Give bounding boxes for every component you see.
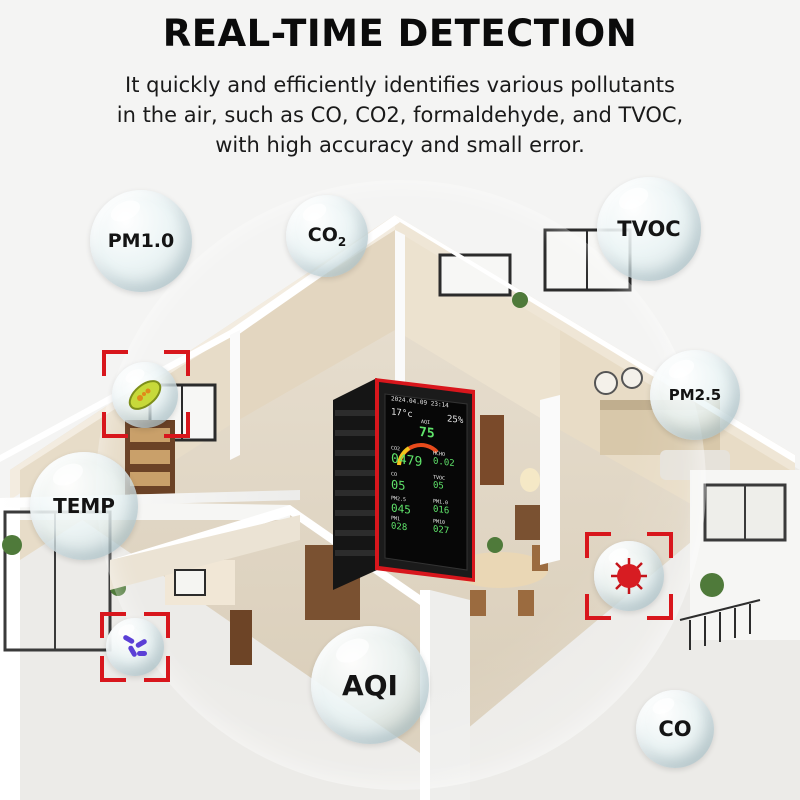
- bubble-tvoc: TVOC: [597, 177, 701, 281]
- screen-pm1-value: 028: [391, 521, 408, 534]
- bubble-aqi: AQI: [311, 626, 429, 744]
- scan-bracket-bacteria: [102, 350, 190, 438]
- description-line-3: with high accuracy and small error.: [215, 133, 585, 157]
- screen-co2-value: 0479: [391, 451, 423, 471]
- screen-pm10-value: 016: [433, 504, 450, 517]
- screen-aqi-value: 75: [419, 424, 435, 442]
- bubble-temp: TEMP: [30, 452, 138, 560]
- bacteria-icon: [128, 380, 162, 410]
- device-screen: 2024.04.09 23:14 17°c 25% AQI 75 CO2 047…: [389, 395, 469, 575]
- page-description: It quickly and efficiently identifies va…: [60, 70, 740, 160]
- bubble-co: CO: [636, 690, 714, 768]
- page-title: REAL-TIME DETECTION: [162, 12, 638, 55]
- screen-hcho-value: 0.02: [433, 456, 455, 470]
- bubble-bacteria: [112, 362, 178, 428]
- screen-pm10b-value: 027: [433, 524, 450, 537]
- bubble-microbes: [106, 618, 164, 676]
- screen-co-value: 05: [391, 477, 406, 494]
- bubble-pm1-0: PM1.0: [90, 190, 192, 292]
- screen-tvoc-value: 05: [433, 480, 444, 492]
- microbes-icon: [123, 635, 147, 657]
- screen-pm25-value: 045: [391, 501, 411, 517]
- virus-icon: [611, 558, 647, 594]
- description-line-1: It quickly and efficiently identifies va…: [125, 73, 675, 97]
- air-quality-monitor-device: [333, 378, 475, 590]
- screen-humidity: 25%: [447, 414, 464, 427]
- co2-text: CO: [307, 223, 338, 246]
- co2-subscript: 2: [337, 234, 347, 249]
- bubble-virus: [594, 541, 664, 611]
- bubble-pm2-5: PM2.5: [650, 350, 740, 440]
- description-line-2: in the air, such as CO, CO2, formaldehyd…: [116, 103, 684, 127]
- screen-temp: 17°c: [391, 407, 413, 420]
- bubble-co2: CO2: [286, 195, 368, 277]
- scan-bracket-microbes: [100, 612, 170, 682]
- scan-bracket-virus: [585, 532, 673, 620]
